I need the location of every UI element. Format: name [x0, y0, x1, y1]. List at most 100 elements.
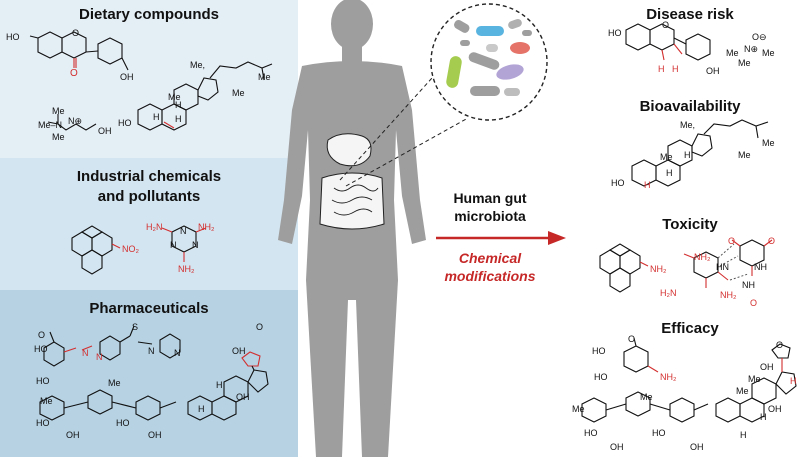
label-ho-sulfa-2: HO: [36, 376, 50, 386]
label-oh-eff-1: OH: [610, 442, 624, 452]
label-h-bio-2: H: [684, 150, 691, 160]
nitropyrene-structure: [71, 225, 121, 275]
melamine-cyanurate-structure: [683, 239, 773, 288]
label-tmao-me-1: Me: [726, 48, 739, 58]
label-n-mel-1: N: [180, 226, 187, 236]
label-nplus-choline: N⊕: [68, 116, 83, 126]
label-o-ketone: O: [70, 68, 78, 79]
human-silhouette: [278, 0, 426, 457]
label-nh2-tox-3: NH₂: [720, 290, 737, 300]
label-tmao-me-2: Me: [762, 48, 775, 58]
label-nh2-mel-2: NH₂: [178, 264, 195, 274]
label-h-eff-red: H: [790, 376, 797, 386]
microbiota-circle: [430, 3, 548, 121]
pharma-panel: [0, 290, 298, 457]
label-h-bio-red: H: [644, 180, 651, 190]
label-h-2: H: [175, 100, 182, 110]
label-n-azo-1: N: [82, 348, 89, 358]
label-oh-dig-1: OH: [66, 430, 80, 440]
label-ho-1: HO: [6, 32, 20, 42]
label-s-sulfa: S: [132, 322, 139, 332]
label-me-eff-3: Me: [736, 386, 749, 396]
cholesterol-structure: [137, 61, 273, 131]
label-oh-dig-3: OH: [232, 346, 246, 356]
sulfasalazine-structure: [43, 325, 181, 367]
label-oh-eff-3: OH: [760, 362, 774, 372]
label-h-eff-2: H: [740, 430, 747, 440]
melamine-structure: [161, 225, 207, 262]
label-ho-eff-4: HO: [652, 428, 666, 438]
label-n-mel-3: N: [192, 240, 199, 250]
aminopyrene-structure: [599, 243, 649, 293]
label-h-1: H: [153, 112, 160, 122]
label-o-dig: O: [256, 322, 264, 332]
label-me-4: Me: [232, 88, 245, 98]
label-me-1: Me,: [190, 60, 206, 70]
isoflavone-structure: [29, 31, 129, 71]
label-me-choline-1: Me: [52, 106, 65, 116]
label-h-dig-2: H: [198, 404, 205, 414]
label-o-tox-1: O: [728, 236, 736, 246]
label-oh-equol: OH: [706, 66, 720, 76]
center-line2: microbiota: [454, 208, 526, 224]
label-nh2-tox-2: NH₂: [694, 252, 711, 262]
label-ho-eff-1: HO: [592, 346, 606, 356]
label-me-dig-1: Me: [40, 396, 53, 406]
label-h-equol-2: H: [672, 64, 679, 74]
equol-structure: [625, 23, 711, 61]
label-n-mel-2: N: [170, 240, 177, 250]
label-me-bio-1: Me,: [680, 120, 696, 130]
label-hn-tox: HN: [716, 262, 729, 272]
label-h-3: H: [175, 114, 182, 124]
label-me-3: Me: [258, 72, 271, 82]
label-oh-eff-2: OH: [690, 442, 704, 452]
label-me-eff-2: Me: [640, 392, 653, 402]
label-n-sulfa: N: [148, 346, 155, 356]
label-o-equol: O: [662, 20, 670, 30]
label-me-choline-3: Me: [52, 132, 65, 142]
label-ho-sulfa-1: HO: [34, 344, 48, 354]
label-h-bio-1: H: [666, 168, 673, 178]
label-ho-eff-2: HO: [594, 372, 608, 382]
label-no2: NO₂: [122, 244, 139, 254]
label-h2n-tox: H₂N: [660, 288, 677, 298]
label-nh2-tox-1: NH₂: [650, 264, 667, 274]
label-tmao-o: O⊖: [752, 32, 767, 42]
pharma-title: Pharmaceuticals: [89, 300, 209, 317]
center-sub2: modifications: [444, 268, 536, 284]
label-ho-dig-1: HO: [36, 418, 50, 428]
choline-structure: [47, 114, 97, 131]
label-nh-tox-1: NH: [754, 262, 767, 272]
label-oh-eff-4: OH: [768, 404, 782, 414]
label-ho-equol: HO: [608, 28, 622, 38]
label-h-equol-1: H: [658, 64, 665, 74]
label-oh-dig-4: OH: [236, 392, 250, 402]
industrial-title-line2: and pollutants: [97, 188, 201, 205]
label-o-eff: O: [628, 334, 636, 344]
dietary-title: Dietary compounds: [78, 6, 220, 23]
label-ho-eff-3: HO: [584, 428, 598, 438]
label-o-sulfa: O: [38, 330, 46, 340]
label-ho-dig-2: HO: [116, 418, 130, 428]
label-h2n-mel: H₂N: [146, 222, 163, 232]
dietary-panel: [0, 0, 298, 158]
label-nh-tox-2: NH: [742, 280, 755, 290]
digoxin-structure: [39, 351, 269, 421]
label-me-bio-2: Me: [660, 152, 673, 162]
label-nh2-eff: NH₂: [660, 372, 677, 382]
label-o-ring: O: [72, 28, 80, 38]
efficacy-title: Efficacy: [661, 320, 719, 337]
label-oh-choline: OH: [98, 126, 112, 136]
bioavail-title: Bioavailability: [639, 98, 741, 115]
mesalamine-structure: [623, 337, 659, 373]
toxicity-title: Toxicity: [662, 216, 718, 233]
label-h-eff-1: H: [760, 412, 767, 422]
label-me-bio-4: Me: [738, 150, 751, 160]
label-me-2: Me: [168, 92, 181, 102]
label-n-azo-2: N: [96, 352, 103, 362]
industrial-panel: [0, 158, 298, 290]
label-ho-2: HO: [118, 118, 132, 128]
label-me-choline-2: Me–N: [38, 120, 63, 130]
disease-title: Disease risk: [646, 6, 734, 23]
label-ho-bio: HO: [611, 178, 625, 188]
